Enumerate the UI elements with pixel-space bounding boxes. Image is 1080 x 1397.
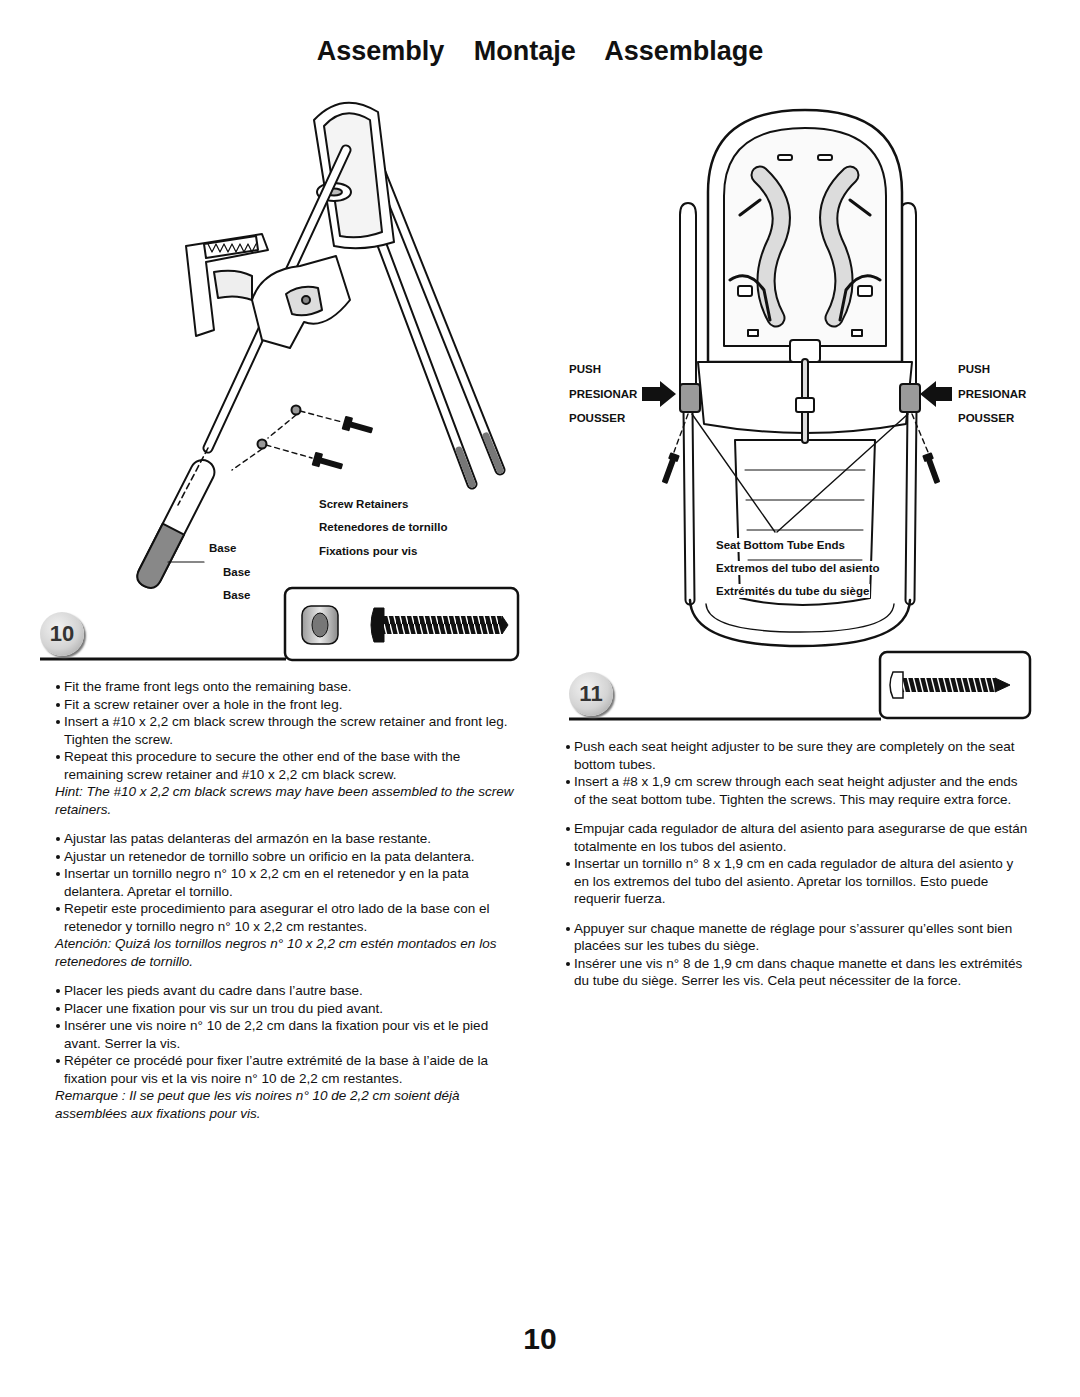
- part-label: POUSSER: [568, 411, 626, 425]
- instruction-text: Insert a #10 x 2,2 cm black screw throug…: [64, 714, 507, 747]
- instruction-bullet: Ajustar un retenedor de tornillo sobre u…: [55, 848, 520, 866]
- instruction-bullet: Placer les pieds avant du cadre dans l’a…: [55, 982, 520, 1000]
- instruction-bullet: Push each seat height adjuster to be sur…: [565, 738, 1030, 773]
- instruction-bullet: Répéter ce procédé pour fixer l’autre ex…: [55, 1052, 520, 1087]
- instruction-note: Atención: Quizá los tornillos negros n° …: [55, 935, 520, 970]
- part-label: PUSH: [568, 362, 602, 376]
- part-label: Seat Bottom Tube Ends: [715, 538, 846, 552]
- bullet-dot: [56, 1007, 60, 1011]
- bullet-dot: [56, 703, 60, 707]
- part-label: Base: [222, 588, 252, 602]
- instruction-text: Empujar cada regulador de altura del asi…: [574, 821, 1027, 854]
- bullet-dot: [566, 827, 570, 831]
- instruction-bullet: Fit the frame front legs onto the remain…: [55, 678, 520, 696]
- instruction-bullet: Fit a screw retainer over a hole in the …: [55, 696, 520, 714]
- instruction-note: Remarque : Il se peut que les vis noires…: [55, 1087, 520, 1122]
- bullet-dot: [56, 872, 60, 876]
- instruction-text: Insert a #8 x 1,9 cm screw through each …: [574, 774, 1018, 807]
- bullet-dot: [566, 962, 570, 966]
- bullet-dot: [56, 855, 60, 859]
- instruction-text: Insertar un tornillo n° 8 x 1,9 cm en ca…: [574, 856, 1013, 906]
- instruction-bullet: Repeat this procedure to secure the othe…: [55, 748, 520, 783]
- instruction-bullet: Insert a #10 x 2,2 cm black screw throug…: [55, 713, 520, 748]
- instruction-text: Repetir este procedimiento para asegurar…: [64, 901, 490, 934]
- page-title: Assembly Montaje Assemblage: [0, 36, 1080, 67]
- instruction-bullet: Insert a #8 x 1,9 cm screw through each …: [565, 773, 1030, 808]
- bullet-dot: [56, 720, 60, 724]
- note-text: Atención: Quizá los tornillos negros n° …: [55, 936, 496, 969]
- step-number: 11: [579, 681, 602, 707]
- instruction-text: Fit a screw retainer over a hole in the …: [64, 697, 342, 712]
- bullet-dot: [566, 745, 570, 749]
- part-label: POUSSER: [957, 411, 1015, 425]
- instruction-text: Fit the frame front legs onto the remain…: [64, 679, 351, 694]
- step-number-circle: 11: [569, 672, 613, 716]
- bullet-dot: [56, 1024, 60, 1028]
- part-label: Extremos del tubo del asiento: [715, 561, 881, 575]
- part-label: Retenedores de tornillo: [318, 520, 448, 534]
- instruction-text: Repeat this procedure to secure the othe…: [64, 749, 460, 782]
- instruction-bullet: Insertar un tornillo n° 8 x 1,9 cm en ca…: [565, 855, 1030, 908]
- instruction-note: Hint: The #10 x 2,2 cm black screws may …: [55, 783, 520, 818]
- note-text: Hint: The #10 x 2,2 cm black screws may …: [55, 784, 513, 817]
- instruction-bullet: Insérer une vis n° 8 de 1,9 cm dans chaq…: [565, 955, 1030, 990]
- step-11-parts: [569, 652, 1030, 719]
- bullet-dot: [56, 989, 60, 993]
- step-10-parts: [40, 588, 518, 660]
- text-column: Push each seat height adjuster to be sur…: [565, 738, 1030, 990]
- instruction-bullet: Insérer une vis noire n° 10 de 2,2 cm da…: [55, 1017, 520, 1052]
- note-text: Remarque : Il se peut que les vis noires…: [55, 1088, 460, 1121]
- bullet-dot: [566, 862, 570, 866]
- bullet-dot: [56, 907, 60, 911]
- instruction-bullet: Appuyer sur chaque manette de réglage po…: [565, 920, 1030, 955]
- bullet-dot: [56, 837, 60, 841]
- bullet-dot: [56, 755, 60, 759]
- instruction-text: Ajustar un retenedor de tornillo sobre u…: [64, 849, 475, 864]
- step-number-circle: 10: [40, 612, 84, 656]
- instruction-bullet: Repetir este procedimiento para asegurar…: [55, 900, 520, 935]
- instruction-text: Insertar un tornillo negro n° 10 x 2,2 c…: [64, 866, 469, 899]
- bullet-dot: [56, 685, 60, 689]
- part-label: Fixations pour vis: [318, 544, 418, 558]
- part-label: PUSH: [957, 362, 991, 376]
- instruction-text: Placer les pieds avant du cadre dans l’a…: [64, 983, 363, 998]
- instruction-text: Ajustar las patas delanteras del armazón…: [64, 831, 431, 846]
- part-label: Base: [208, 541, 238, 555]
- bullet-dot: [566, 927, 570, 931]
- instruction-text: Placer une fixation pour vis sur un trou…: [64, 1001, 383, 1016]
- instruction-text: Répéter ce procédé pour fixer l’autre ex…: [64, 1053, 488, 1086]
- instruction-text: Push each seat height adjuster to be sur…: [574, 739, 1015, 772]
- instruction-text: Insérer une vis n° 8 de 1,9 cm dans chaq…: [574, 956, 1022, 989]
- instruction-bullet: Ajustar las patas delanteras del armazón…: [55, 830, 520, 848]
- instruction-text: Appuyer sur chaque manette de réglage po…: [574, 921, 1012, 954]
- instruction-bullet: Placer une fixation pour vis sur un trou…: [55, 1000, 520, 1018]
- highchair-front-view: [642, 110, 952, 646]
- bullet-dot: [566, 780, 570, 784]
- bullet-dot: [56, 1059, 60, 1063]
- page-number: 10: [0, 1322, 1080, 1356]
- part-label: PRESIONAR: [568, 387, 638, 401]
- instruction-bullet: Empujar cada regulador de altura del asi…: [565, 820, 1030, 855]
- instruction-text: Insérer une vis noire n° 10 de 2,2 cm da…: [64, 1018, 488, 1051]
- part-label: PRESIONAR: [957, 387, 1027, 401]
- instruction-bullet: Insertar un tornillo negro n° 10 x 2,2 c…: [55, 865, 520, 900]
- part-label: Extrémités du tube du siège: [715, 584, 870, 598]
- highchair-side-view: [134, 103, 500, 592]
- part-label: Screw Retainers: [318, 497, 410, 511]
- part-label: Base: [222, 565, 252, 579]
- text-column: Fit the frame front legs onto the remain…: [55, 678, 520, 1122]
- step-number: 10: [50, 621, 74, 647]
